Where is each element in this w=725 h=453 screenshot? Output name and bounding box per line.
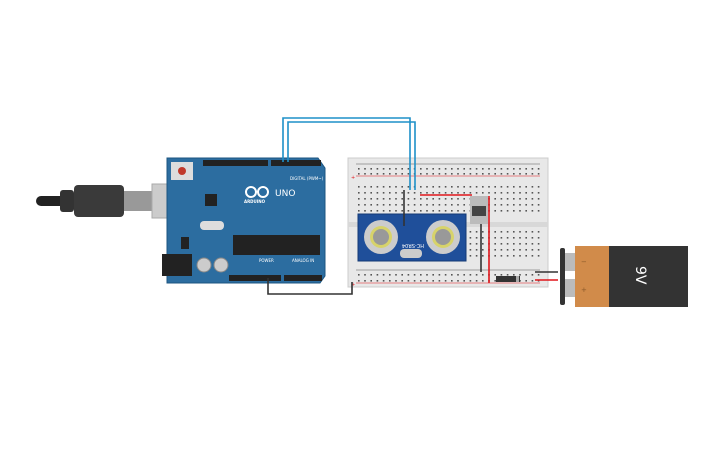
trig-wire bbox=[282, 117, 411, 190]
hc-sr04-sensor[interactable]: HC-SR04 bbox=[357, 213, 467, 262]
digital-header-left bbox=[203, 160, 268, 166]
analog-label: ANALOG IN bbox=[292, 258, 314, 263]
rail-plus-bottom: + bbox=[351, 282, 355, 288]
wires[interactable] bbox=[267, 117, 558, 295]
diode[interactable] bbox=[496, 276, 520, 282]
rail-plus-top: + bbox=[351, 175, 355, 181]
battery-label: 9V bbox=[632, 266, 648, 285]
9v-battery[interactable]: − + 9V bbox=[560, 246, 688, 307]
digital-header-right bbox=[271, 160, 321, 166]
power-jack bbox=[162, 254, 192, 276]
atmega-chip bbox=[233, 235, 320, 255]
power-label: POWER bbox=[259, 258, 274, 263]
arduino-model: UNO bbox=[275, 189, 295, 199]
digital-label: DIGITAL (PWM~) bbox=[290, 176, 324, 181]
arduino-brand: ARDUINO bbox=[244, 199, 266, 204]
voltage-regulator[interactable] bbox=[470, 196, 488, 224]
battery-plus: + bbox=[581, 286, 587, 294]
arduino-uno-board[interactable]: DIGITAL (PWM~) ARDUINO UNO POWER ANALOG … bbox=[162, 157, 326, 284]
ground-wire bbox=[267, 278, 353, 295]
sensor-label: HC-SR04 bbox=[402, 242, 424, 248]
battery-minus: − bbox=[581, 258, 587, 266]
echo-wire bbox=[287, 121, 416, 190]
arduino-logo-icon bbox=[245, 186, 269, 198]
